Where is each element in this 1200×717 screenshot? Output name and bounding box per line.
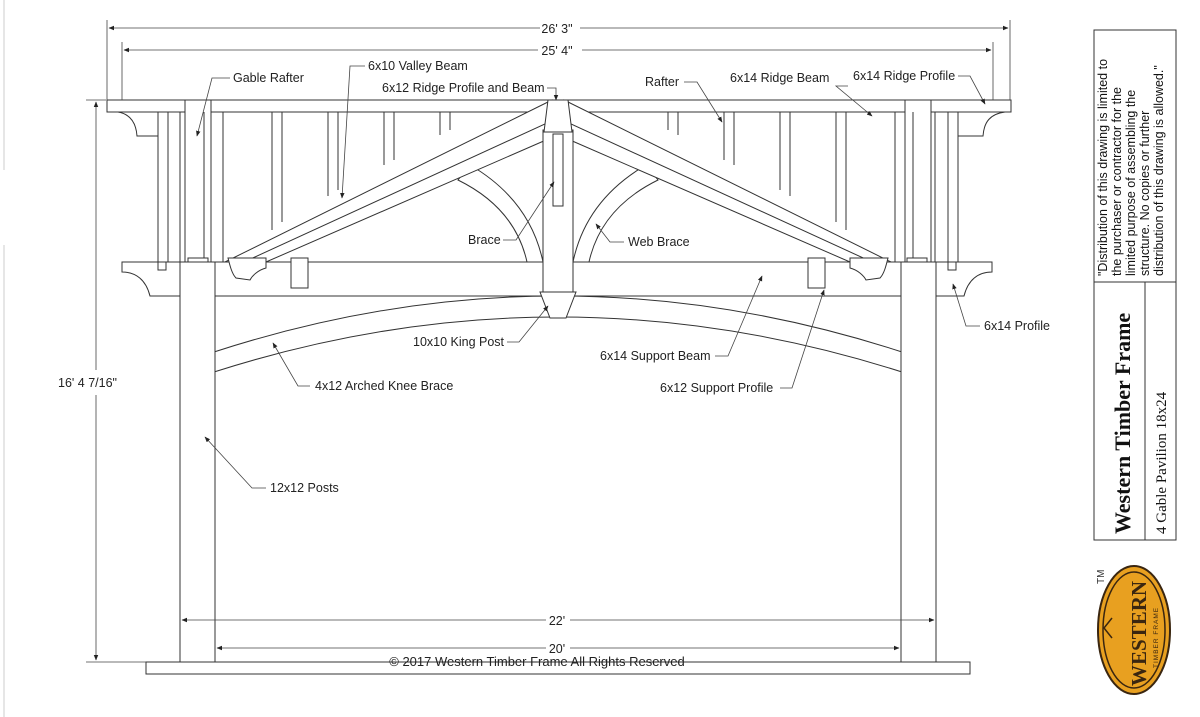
company-name-group: Western Timber Frame	[1110, 313, 1135, 534]
right-web-brace	[572, 164, 659, 263]
notice-line: the purchaser or contractor for the	[1110, 87, 1124, 276]
label-ridge-profile-beam: 6x12 Ridge Profile and Beam	[382, 81, 545, 95]
label-valley-beam: 6x10 Valley Beam	[368, 59, 468, 73]
leader-rafter	[684, 81, 723, 123]
leader-ridge-profile	[958, 75, 986, 105]
leader-posts	[204, 436, 266, 489]
dim-label-bg	[546, 638, 570, 656]
leader-gable-rafter	[196, 77, 230, 137]
logo-main-text: WESTERN	[1127, 581, 1151, 686]
dim-label-bg	[538, 40, 582, 58]
logo-roof-icon	[1103, 617, 1113, 639]
rafter-plate	[290, 257, 309, 289]
logo-text-group: WESTERN TIMBER FRAME	[1127, 581, 1160, 686]
title-block-frame	[1093, 29, 1177, 541]
rafter-plate	[807, 257, 826, 289]
eave-block-small	[157, 261, 167, 271]
leader-profile	[952, 283, 980, 327]
title-block: "Distribution of this drawing is limited…	[1093, 29, 1177, 695]
eave-block-small	[947, 261, 957, 271]
notice-line: limited purpose of assembling the	[1124, 90, 1138, 276]
dim-label-bg	[546, 610, 570, 628]
leader-king-post	[507, 305, 549, 343]
label-rafter: Rafter	[645, 75, 679, 89]
right-post	[900, 261, 937, 663]
trademark-mark: TM	[1096, 570, 1107, 584]
right-rafter-tail-profile	[849, 257, 889, 281]
leader-support-profile	[780, 289, 825, 389]
notice-line: "Distribution of this drawing is limited…	[1096, 59, 1110, 276]
label-king-post: 10x10 King Post	[413, 335, 505, 349]
trademark-group: TM	[1096, 570, 1107, 584]
logo-oval	[1097, 565, 1171, 695]
label-ridge-profile: 6x14 Ridge Profile	[853, 69, 955, 83]
label-support-profile: 6x12 Support Profile	[660, 381, 773, 395]
leader-ridge-profile-beam	[547, 87, 559, 101]
leader-web-brace	[595, 223, 624, 243]
copyright-text: © 2017 Western Timber Frame All Rights R…	[389, 654, 684, 669]
notice-line: structure. No copies or further	[1138, 111, 1152, 276]
label-support-beam: 6x14 Support Beam	[600, 349, 711, 363]
western-logo: WESTERN TIMBER FRAME	[1097, 565, 1171, 695]
dim-height-text: 16' 4 7/16"	[58, 376, 117, 390]
pavilion-structure	[106, 99, 1012, 675]
dim-post-outer-text: 22'	[549, 614, 565, 628]
king-post-inner	[552, 133, 564, 207]
distribution-notice: "Distribution of this drawing is limited…	[1096, 59, 1166, 276]
foundation-slab	[145, 661, 971, 675]
label-web-brace: Web Brace	[628, 235, 690, 249]
label-arched-knee-brace: 4x12 Arched Knee Brace	[315, 379, 453, 393]
callout-labels: Gable Rafter 6x10 Valley Beam 6x12 Ridge…	[233, 59, 1050, 495]
project-name: 4 Gable Pavilion 18x24	[1154, 391, 1170, 534]
dimension-labels: 26' 3" 25' 4" 16' 4 7/16" 22' 20'	[58, 18, 582, 656]
leader-valley-beam	[340, 65, 365, 199]
label-profile: 6x14 Profile	[984, 319, 1050, 333]
leader-support-beam	[715, 275, 763, 357]
callout-leaders	[196, 65, 986, 489]
label-ridge-beam: 6x14 Ridge Beam	[730, 71, 829, 85]
right-eave-profile	[934, 111, 1006, 297]
background-rafters	[167, 112, 949, 262]
dim-label-bg	[540, 18, 580, 36]
left-post	[179, 261, 216, 663]
leader-brace	[503, 181, 555, 241]
logo-sub-text: TIMBER FRAME	[1153, 607, 1160, 668]
dim-post-inner-text: 20'	[549, 642, 565, 656]
left-eave-profile	[117, 111, 181, 297]
leader-arched-knee-brace	[272, 342, 310, 387]
left-rafter-tail-profile	[227, 257, 267, 281]
dim-roof-text: 25' 4"	[541, 44, 572, 58]
label-posts: 12x12 Posts	[270, 481, 339, 495]
left-web-brace	[457, 164, 544, 263]
label-brace: Brace	[468, 233, 501, 247]
ridge-profile-block	[543, 99, 573, 133]
company-name: Western Timber Frame	[1110, 313, 1135, 534]
leader-ridge-beam	[834, 85, 873, 117]
dim-overall-text: 26' 3"	[541, 22, 572, 36]
logo-inner-ring	[1102, 571, 1166, 689]
left-ridge-rafter	[224, 99, 559, 263]
label-gable-rafter: Gable Rafter	[233, 71, 304, 85]
project-name-group: 4 Gable Pavilion 18x24	[1154, 391, 1170, 534]
notice-line: distribution of this drawing is allowed.…	[1152, 65, 1166, 276]
